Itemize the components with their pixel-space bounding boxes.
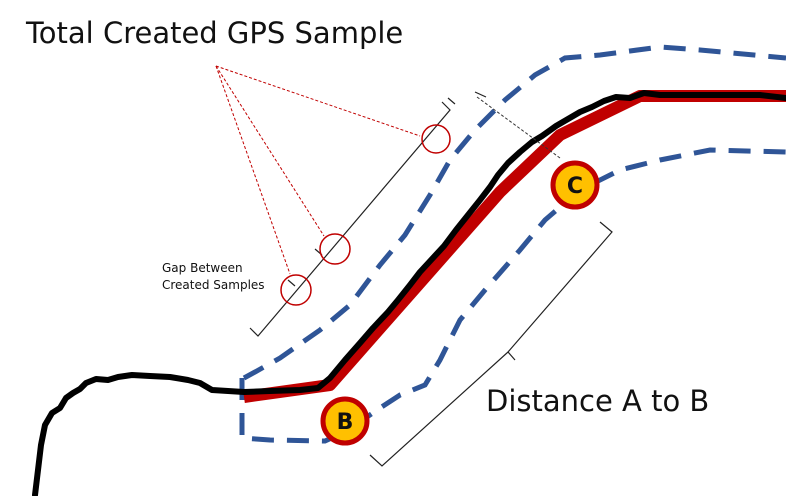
gap-label-line2: Created Samples — [162, 278, 265, 292]
gap-label: Gap Between Created Samples — [162, 260, 282, 294]
callout-lines — [215, 65, 421, 275]
sample-circle — [319, 233, 351, 265]
gap-bracket-far — [474, 91, 487, 98]
sample-spacing-guide — [476, 96, 561, 159]
raw-gps-track — [32, 90, 786, 496]
marker-b-circle — [320, 396, 370, 446]
marker-c: C — [550, 160, 600, 210]
sample-circle — [421, 124, 451, 154]
sample-circle — [280, 274, 312, 306]
distance-bracket — [369, 221, 613, 467]
created-gps-route — [243, 90, 786, 403]
callout-line — [215, 65, 421, 137]
callout-line — [215, 65, 325, 237]
gap-label-line1: Gap Between — [162, 261, 243, 275]
marker-b: B — [320, 396, 370, 446]
callout-line — [215, 65, 291, 275]
distance-label: Distance A to B — [486, 384, 710, 418]
gap-bracket — [249, 97, 456, 337]
buffer-boundary-lower — [239, 147, 786, 444]
marker-b-label: B — [337, 410, 354, 435]
buffer-boundary-upper — [242, 44, 786, 381]
marker-c-circle — [550, 160, 600, 210]
marker-c-label: C — [567, 174, 583, 199]
total-samples-label: Total Created GPS Sample — [26, 16, 404, 50]
